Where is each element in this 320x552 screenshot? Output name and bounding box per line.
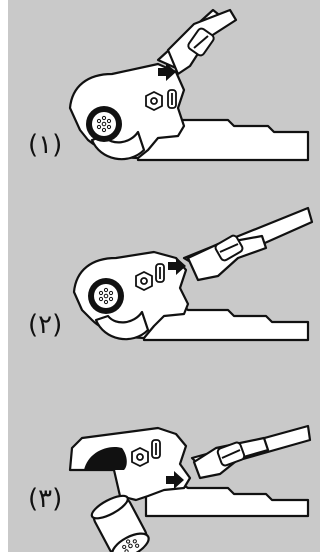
step-2-label: (٢)	[28, 312, 62, 338]
background-panel	[8, 0, 320, 552]
cable-inner	[94, 284, 118, 308]
step-2-nut	[136, 272, 152, 290]
nut-hole	[141, 278, 147, 284]
step-3-nut	[132, 448, 148, 466]
step-2-adjuster	[156, 264, 164, 282]
step-1-label: (١)	[28, 132, 62, 158]
step-1-cable	[86, 106, 122, 142]
step-2-cable	[88, 278, 124, 314]
step-3-label: (٣)	[28, 486, 62, 512]
nut-hole	[151, 98, 157, 104]
step-1-adjuster	[168, 90, 176, 108]
cable-inner	[92, 112, 116, 136]
nut-hole	[137, 454, 143, 460]
step-3-adjuster	[152, 440, 160, 458]
step-1-nut	[146, 92, 162, 110]
